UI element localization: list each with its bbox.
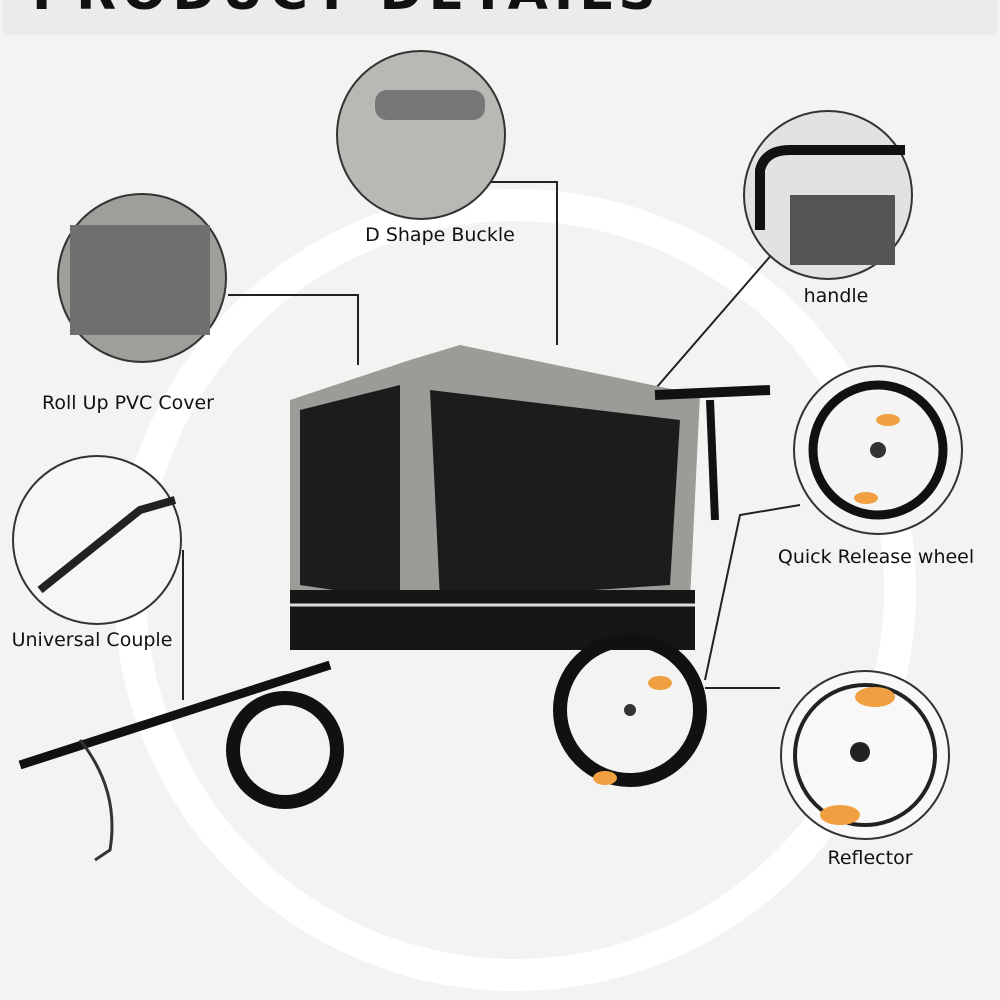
connector-lines bbox=[182, 181, 801, 700]
page-title: PRODUCT DETAILS bbox=[32, 0, 662, 22]
callout-label-handle: handle bbox=[803, 285, 869, 307]
trailer-drawing bbox=[18, 345, 771, 862]
buckle-photo bbox=[336, 50, 506, 220]
callout-label-universal-couple: Universal Couple bbox=[11, 629, 173, 651]
callout-label-roll-up-pvc-cover: Roll Up PVC Cover bbox=[42, 392, 214, 414]
callout-label-reflector: Reflector bbox=[827, 847, 913, 869]
header-band: PRODUCT DETAILS bbox=[2, 0, 998, 35]
callout-label-d-shape-buckle: D Shape Buckle bbox=[365, 224, 515, 246]
callout-label-quick-release-wheel: Quick Release wheel bbox=[777, 546, 975, 568]
